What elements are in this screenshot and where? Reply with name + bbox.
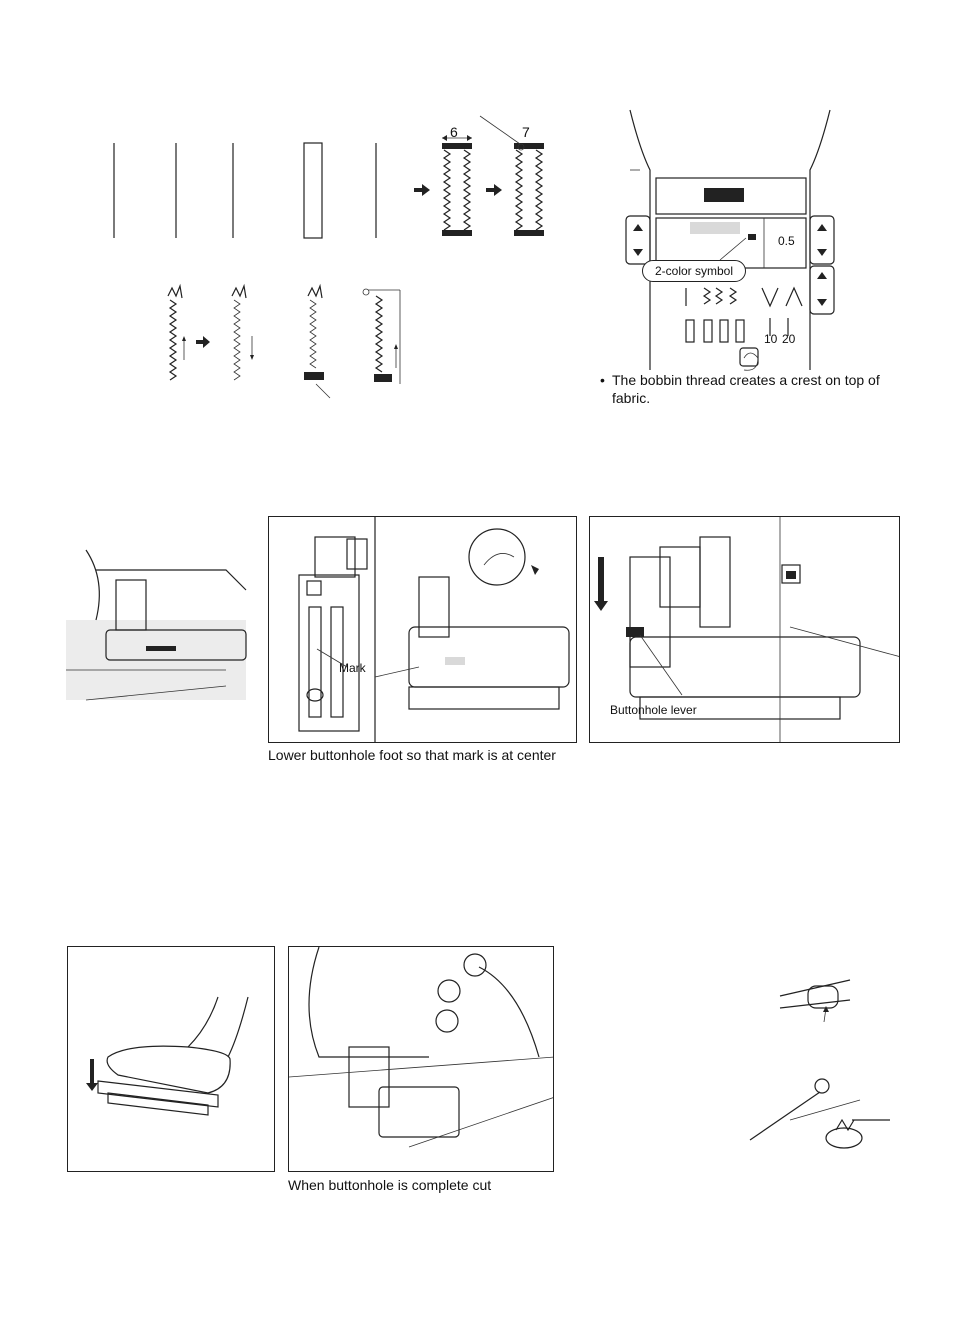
note-line-2: fabric.	[612, 390, 650, 406]
mark-label: Mark	[339, 661, 366, 675]
stitch-number-20: 20	[782, 332, 795, 346]
buttonhole-sequence-figure: 6 7	[100, 110, 560, 250]
panel-readout: 0.5	[778, 234, 795, 248]
width-label: 6	[450, 124, 458, 140]
note-line-1: The bobbin thread creates a crest on top…	[612, 372, 880, 388]
sewing-direction-figure	[150, 280, 420, 400]
two-color-symbol-callout: 2-color symbol	[642, 260, 746, 282]
foot-pedal-drawing	[68, 947, 275, 1172]
foot-caption: Lower buttonhole foot so that mark is at…	[268, 747, 556, 763]
foot-overview-drawing	[66, 550, 256, 710]
foot-mark-drawing	[269, 517, 577, 743]
sewing-direction-drawing	[150, 280, 420, 400]
cut-button-frame	[288, 946, 554, 1172]
seam-ripper-figure	[740, 970, 900, 1170]
control-panel-drawing	[620, 110, 900, 380]
cut-caption: When buttonhole is complete cut	[288, 1177, 491, 1193]
note-bullet: •	[600, 372, 605, 388]
buttonhole-sequence-drawing	[100, 110, 560, 250]
foot-pedal-frame	[67, 946, 275, 1172]
stitch-number-10: 10	[764, 332, 777, 346]
number-label: 7	[522, 124, 530, 140]
control-panel-figure: 0.5 10 20 2-color symbol	[620, 110, 900, 380]
seam-ripper-drawing	[740, 970, 900, 1170]
buttonhole-lever-frame: Buttonhole lever	[589, 516, 900, 743]
lever-label: Buttonhole lever	[610, 703, 697, 717]
foot-overview-figure	[66, 550, 256, 710]
cut-button-drawing	[289, 947, 554, 1172]
foot-mark-frame: Mark	[268, 516, 577, 743]
